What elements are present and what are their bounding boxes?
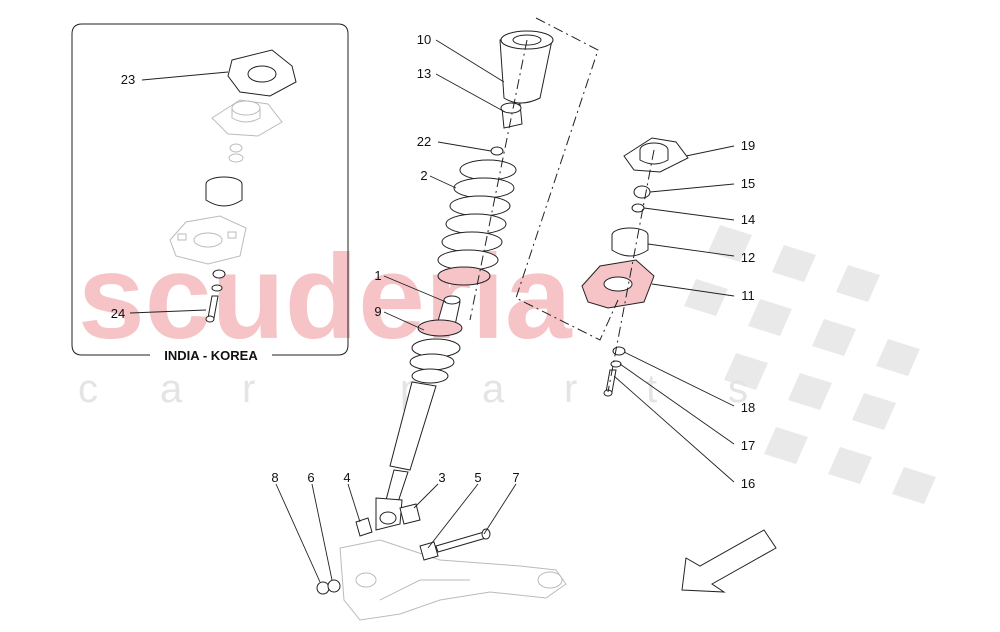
callout-8: 8 <box>271 470 278 485</box>
svg-text:r: r <box>564 367 579 411</box>
damper-body <box>389 381 437 471</box>
nut-8 <box>316 581 330 595</box>
inset-label: INDIA - KOREA <box>164 348 258 363</box>
callout-10: 10 <box>417 32 431 47</box>
callout-13: 13 <box>417 66 431 81</box>
callout-19: 19 <box>741 138 755 153</box>
callout-23: 23 <box>121 72 135 87</box>
callout-4: 4 <box>343 470 350 485</box>
svg-text:a: a <box>160 367 184 411</box>
damper-bellows <box>409 338 461 384</box>
sleeve-5 <box>419 541 439 561</box>
leader-lines <box>275 39 735 583</box>
callout-5: 5 <box>474 470 481 485</box>
inset-bump-stop <box>205 176 243 207</box>
callout-3: 3 <box>438 470 445 485</box>
callout-16: 16 <box>741 476 755 491</box>
callout-22: 22 <box>417 134 431 149</box>
washer-17 <box>610 360 622 368</box>
assembly-guide-line <box>515 17 619 341</box>
lower-control-arm <box>339 539 567 621</box>
callout-7: 7 <box>512 470 519 485</box>
callout-1: 1 <box>374 268 381 283</box>
spring-seat <box>417 319 463 337</box>
callout-11: 11 <box>741 288 755 303</box>
inset-spring-seat <box>169 215 247 265</box>
bump-stop-12 <box>611 227 649 257</box>
svg-text:s: s <box>728 367 750 411</box>
callout-18: 18 <box>741 400 755 415</box>
inset-nut <box>228 143 244 163</box>
bolt-7 <box>435 531 487 553</box>
inset-washer <box>212 269 226 279</box>
svg-text:t: t <box>646 367 659 411</box>
callout-14: 14 <box>741 212 755 227</box>
callout-6: 6 <box>307 470 314 485</box>
subtitle-watermark: c a r p a r t s <box>78 367 750 411</box>
nut-15 <box>633 185 651 199</box>
checkered-flag-watermark <box>684 225 936 504</box>
brand-watermark: scuderia <box>78 230 573 364</box>
direction-arrow-icon <box>681 529 777 593</box>
svg-text:r: r <box>242 367 257 411</box>
callout-2: 2 <box>420 168 427 183</box>
inset-upper-mount <box>211 99 283 137</box>
callout-15: 15 <box>741 176 755 191</box>
callout-12: 12 <box>741 250 755 265</box>
washer-6 <box>327 579 341 593</box>
svg-text:a: a <box>482 367 506 411</box>
callout-17: 17 <box>741 438 755 453</box>
callout-9: 9 <box>374 304 381 319</box>
bolt-16 <box>605 369 617 393</box>
inset-variant-box: INDIA - KOREA <box>71 23 349 363</box>
svg-text:c: c <box>78 367 100 411</box>
callout-labels: 10 13 22 2 1 9 3 4 5 7 6 8 19 15 14 12 1… <box>111 32 755 491</box>
callout-24: 24 <box>111 306 125 321</box>
